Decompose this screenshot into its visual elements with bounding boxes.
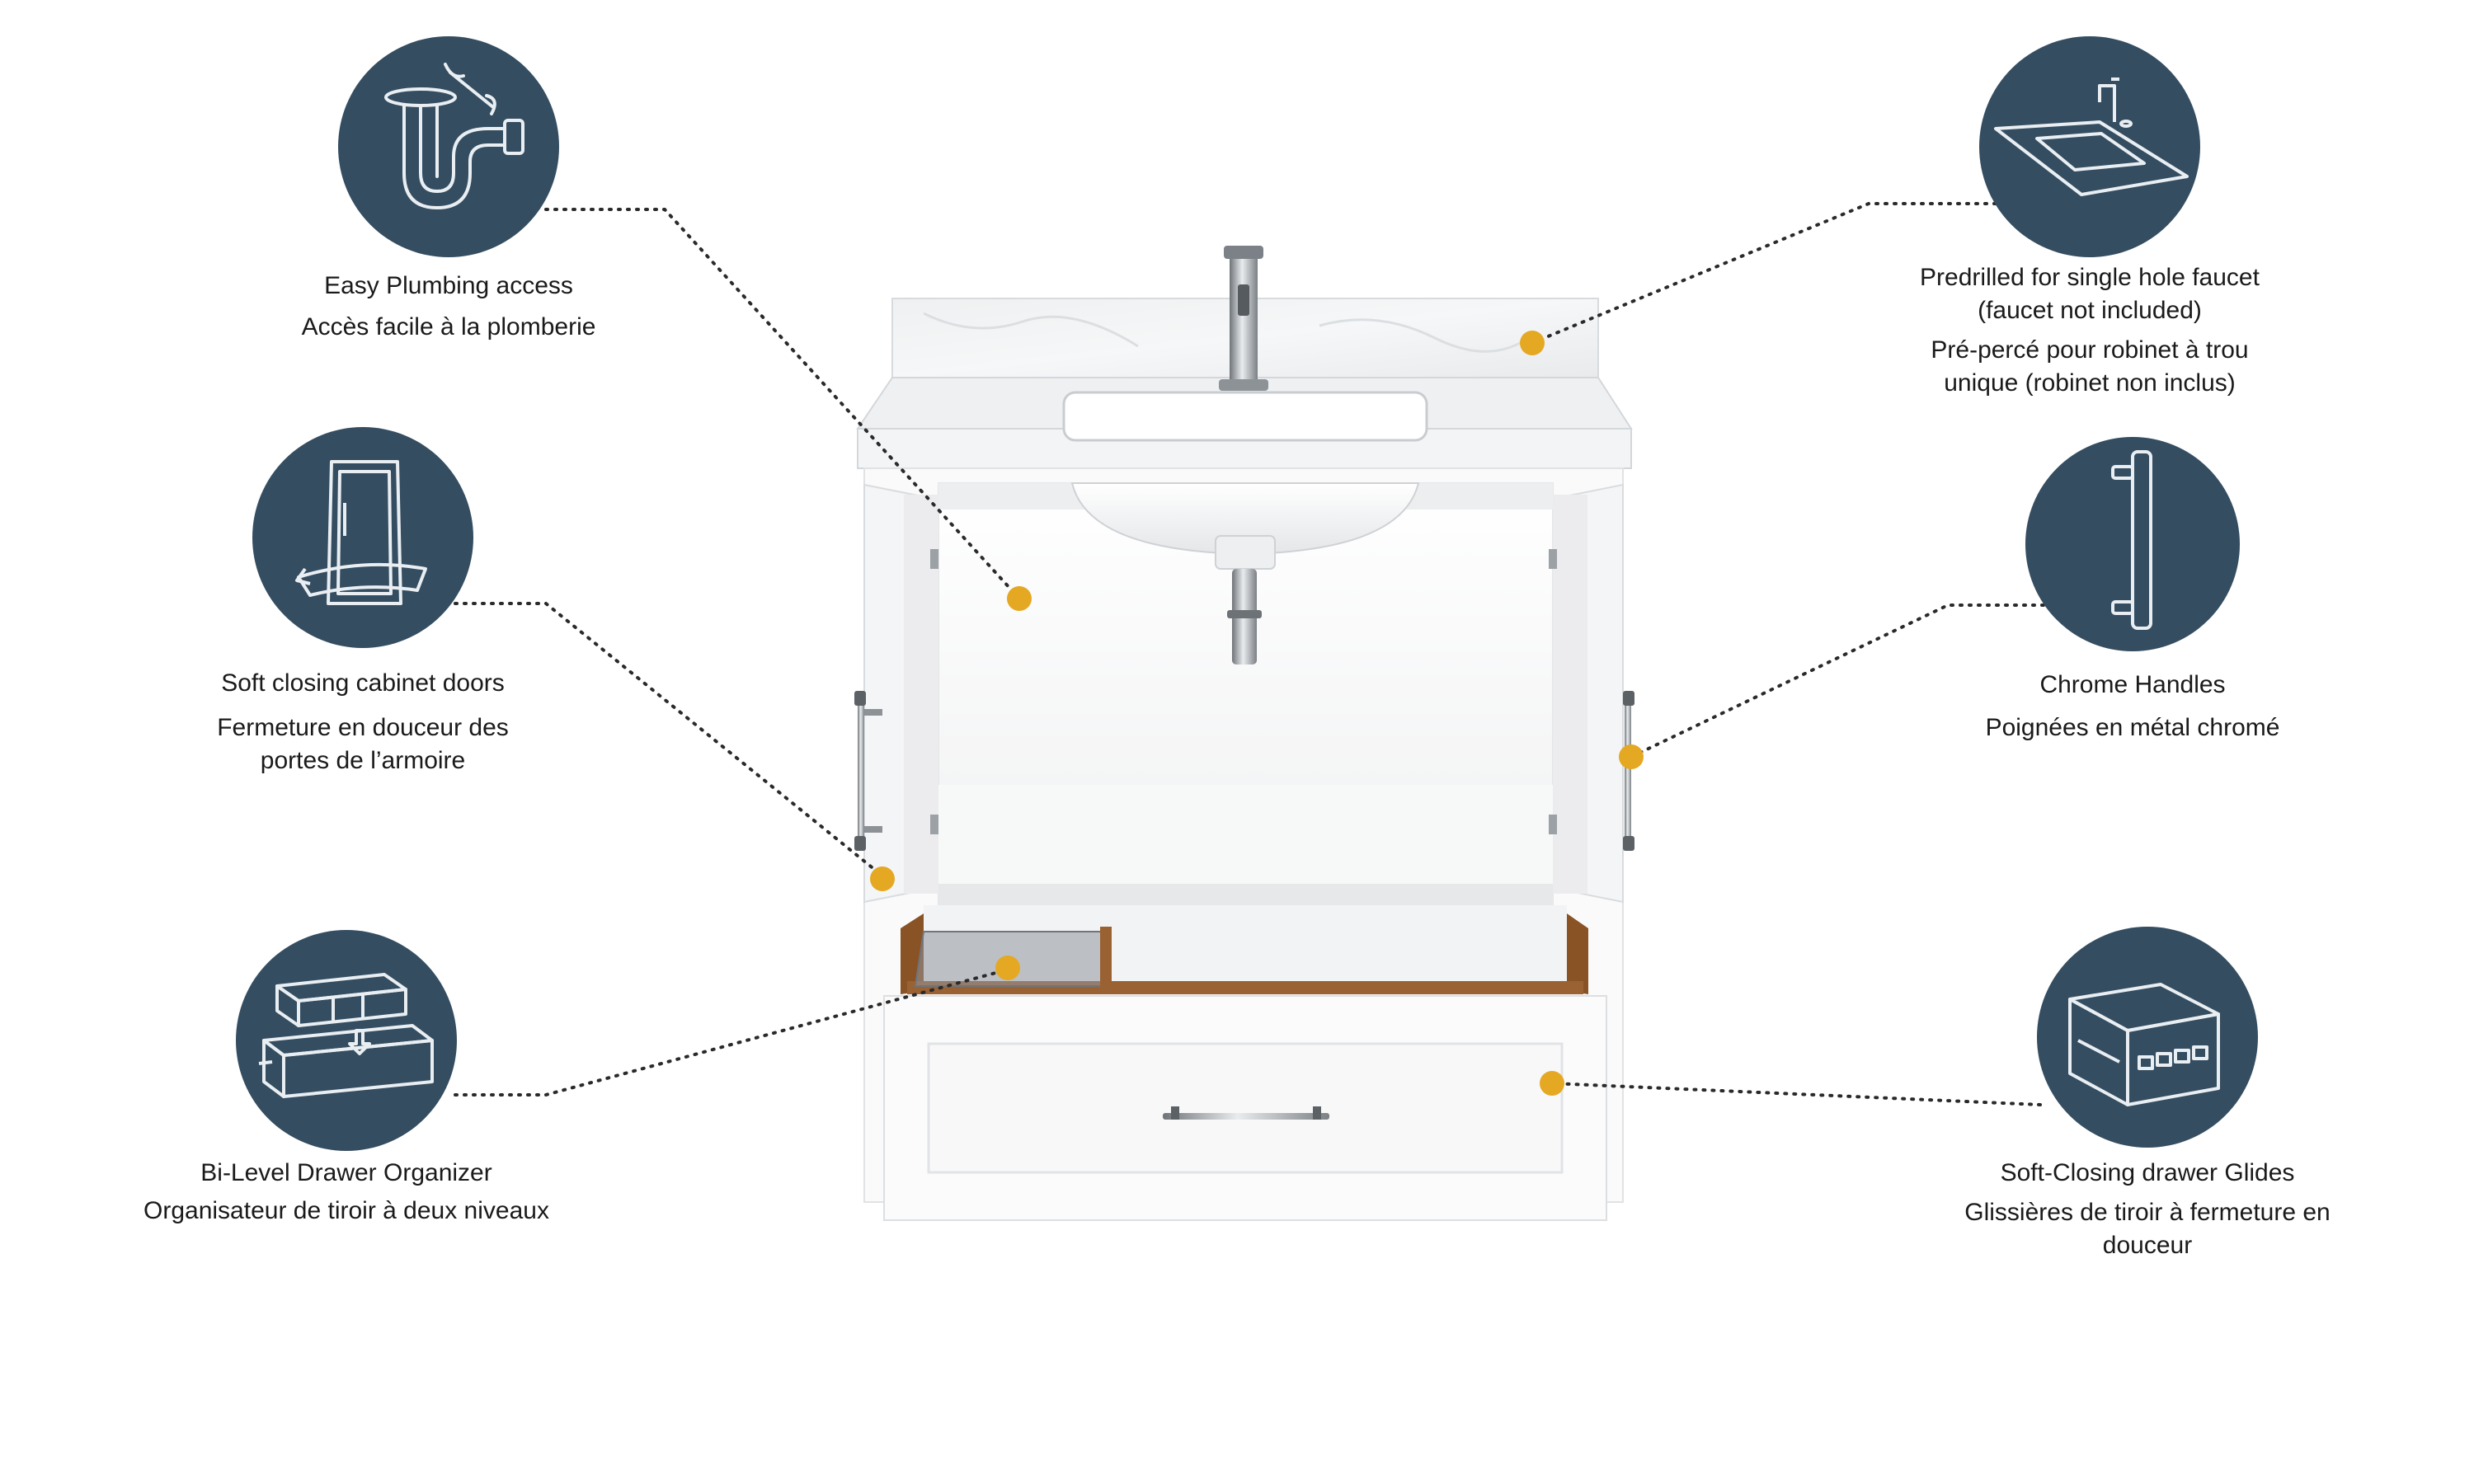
callout-dot-organizer[interactable] [995,956,1020,980]
callout-dot-doors[interactable] [870,866,895,891]
left-door-handle [854,691,882,851]
leader-doors [454,602,886,879]
callout-dot-faucet[interactable] [1520,331,1545,355]
feature-badge [1979,36,2200,257]
callout-dot-plumbing[interactable] [1007,586,1032,611]
shelf-edge [938,884,1553,905]
feature-label-en: Soft-Closing drawer Glides [2001,1159,2295,1186]
leader-organizer [454,968,1009,1097]
right-door-edge [1553,495,1587,894]
faucet [1219,246,1268,391]
vanity-illustration [854,246,1634,1221]
feature-label-en: Easy Plumbing access [324,272,573,299]
feature-plumbing: Easy Plumbing access Accès facile à la p… [302,36,596,340]
feature-label-fr: Glissières de tiroir à fermeture en [1964,1199,2331,1226]
feature-label-fr: portes de l’armoire [261,747,465,774]
faucet-countertop-icon [1994,77,2189,196]
feature-handles: Chrome Handles Poignées en métal chromé [1986,437,2280,741]
p-trap-pipe-icon [384,63,524,209]
feature-label-en: Bi-Level Drawer Organizer [200,1159,492,1186]
feature-label-fr: Pré-percé pour robinet à trou [1931,336,2248,364]
hinge [930,815,938,834]
feature-label-en: Predrilled for single hole faucet [1920,264,2260,291]
sink-opening [1062,391,1428,442]
drawer-glide-icon [2068,983,2220,1106]
feature-label-fr: Poignées en métal chromé [1986,714,2280,741]
hinge [1549,549,1557,569]
drawer-panel [927,1042,1564,1174]
feature-label-en: Soft closing cabinet doors [221,669,505,697]
callout-dots [870,331,1644,1096]
leader-handles [1630,603,2045,758]
feature-label-fr: Fermeture en douceur des [217,714,509,741]
feature-faucet: Predrilled for single hole faucet (fauce… [1920,36,2260,397]
hinge [1549,815,1557,834]
shelf [938,785,1553,884]
leader-glides [1550,1082,2042,1106]
feature-label-fr: Accès facile à la plomberie [302,313,596,340]
leader-faucet [1531,202,1997,345]
feature-glides: Soft-Closing drawer Glides Glissières de… [1964,927,2331,1259]
feature-doors: Soft closing cabinet doors Fermeture en … [217,427,509,774]
leader-lines [454,202,2045,1106]
callout-dot-handles[interactable] [1619,744,1644,769]
bar-handle-icon [2111,450,2152,630]
marble-vein [923,312,1535,353]
right-door-handle [1623,691,1634,851]
feature-label-en: (faucet not included) [1978,297,2202,324]
feature-organizer: Bi-Level Drawer Organizer Organisateur d… [143,930,549,1224]
drawer-right-side [1567,913,1588,994]
drawer-organizer-icon [258,973,434,1098]
feature-label-fr: unique (robinet non inclus) [1944,369,2236,397]
drain-body [1215,535,1276,570]
hinge [930,549,938,569]
leader-plumbing [544,208,1021,600]
callout-dot-glides[interactable] [1540,1071,1564,1096]
drawer-handle [1163,1106,1329,1120]
feature-label-en: Chrome Handles [2039,671,2225,698]
organizer-rail [1100,927,1112,993]
feature-label-fr: douceur [2103,1232,2192,1259]
feature-label-fr: Organisateur de tiroir à deux niveaux [143,1197,549,1224]
cabinet-door-icon [295,460,427,605]
